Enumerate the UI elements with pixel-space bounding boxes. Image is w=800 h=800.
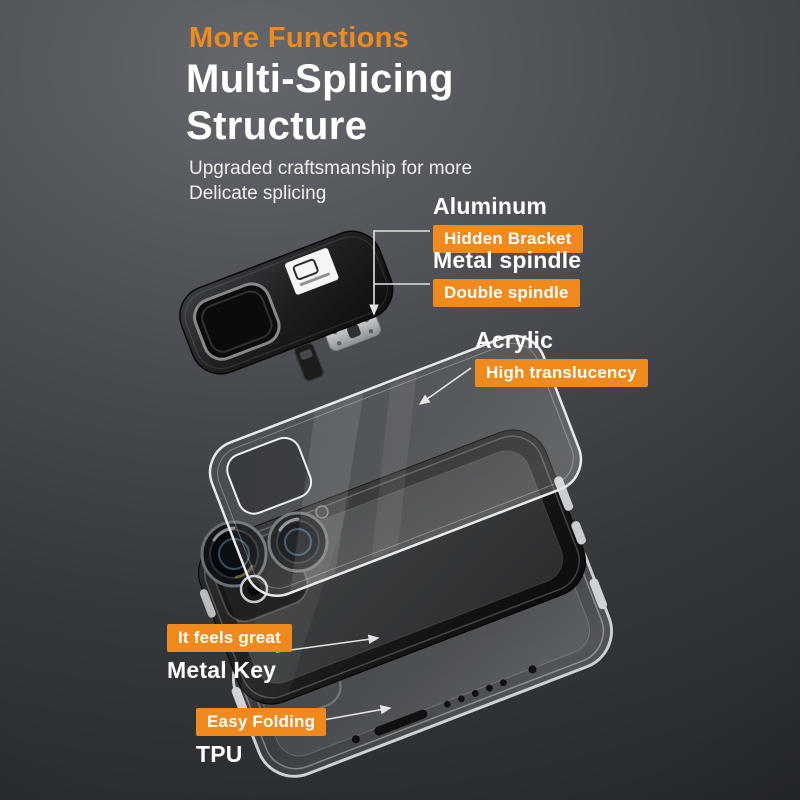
callout-metal-key-title: Metal Key <box>167 657 277 683</box>
page-subtitle-line-1: Upgraded craftsmanship for more <box>189 158 473 179</box>
callout-tpu-title: TPU <box>196 741 243 767</box>
acrylic-plate-layer <box>208 334 583 597</box>
eyebrow-heading: More Functions <box>189 22 410 54</box>
page-title-line-2: Structure <box>186 104 368 149</box>
callout-metal-spindle-title: Metal spindle <box>433 247 582 273</box>
brand-logo-box <box>285 248 339 295</box>
page-title: Multi-Splicing Structure <box>186 56 454 150</box>
metal-spindle-piece <box>293 342 325 382</box>
callout-tpu: Easy Folding TPU <box>196 708 327 768</box>
callout-acrylic-badge: High translucency <box>475 359 648 387</box>
page-title-line-1: Multi-Splicing <box>186 57 454 101</box>
callout-tpu-badge: Easy Folding <box>196 708 327 736</box>
callout-metal-spindle: Metal spindle Double spindle <box>433 247 581 307</box>
top-deck-layer <box>179 230 394 375</box>
page-subtitle: Upgraded craftsmanship for more Delicate… <box>189 156 472 206</box>
callout-aluminum-badge: Hidden Bracket <box>433 225 583 253</box>
callout-acrylic-title: Acrylic <box>475 327 554 353</box>
callout-metal-key: It feels great Metal Key <box>167 624 292 684</box>
callout-metal-spindle-badge: Double spindle <box>433 279 580 307</box>
callout-aluminum: Aluminum Hidden Bracket <box>433 193 583 253</box>
page-subtitle-line-2: Delicate splicing <box>189 183 327 205</box>
callout-aluminum-title: Aluminum <box>433 193 548 219</box>
callout-metal-key-badge: It feels great <box>167 624 292 652</box>
callout-acrylic: Acrylic High translucency <box>475 327 648 387</box>
